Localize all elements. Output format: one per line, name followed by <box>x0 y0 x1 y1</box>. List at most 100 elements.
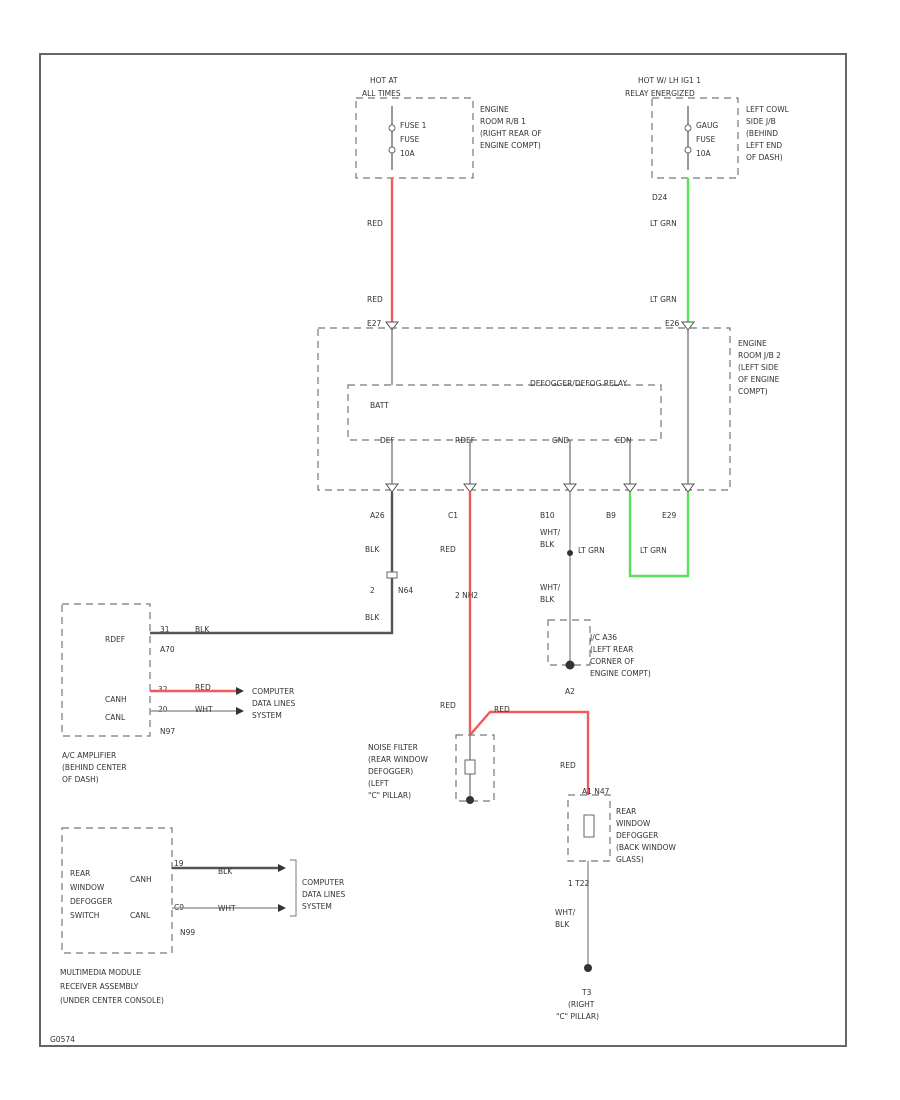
switch-name-3: DEFOGGER <box>70 897 112 906</box>
noise-filter-box <box>455 734 495 802</box>
relay-title: DEFOGGER/DEFOG RELAY <box>530 379 628 388</box>
hot-label-left-2: ALL TIMES <box>362 89 401 98</box>
jc-a36-loc-3: ENGINE COMPT) <box>590 669 651 678</box>
fuse-loc-right-5: OF DASH) <box>746 153 783 162</box>
ground-icon <box>466 796 474 804</box>
conn-e29: E29 <box>662 511 677 520</box>
wire-ltgrn-loop <box>628 492 690 578</box>
wire-label-ltgrn-top: LT GRN <box>650 219 677 228</box>
ground-t3-loc-2: "C" PILLAR) <box>556 1012 599 1021</box>
wire-label-whtblk-2b: BLK <box>540 595 555 604</box>
fuse-icon <box>684 124 692 132</box>
ac-pin-rdef: RDEF <box>105 635 125 644</box>
jb2-loc-4: OF ENGINE <box>738 375 780 384</box>
ground-icon <box>584 964 592 972</box>
ac-wire-blk: BLK <box>195 625 210 634</box>
fuse-loc-left-1: ENGINE <box>480 105 509 114</box>
mm-name-2: RECEIVER ASSEMBLY <box>60 982 139 991</box>
wire-label-blk-1: BLK <box>365 545 380 554</box>
fuse-label-left: FUSE <box>400 135 420 144</box>
ac-wire-red-label: RED <box>195 683 211 692</box>
switch-name-2: WINDOW <box>70 883 105 892</box>
ac-pin-num-b: 32 <box>158 685 168 694</box>
nf-name-1: NOISE FILTER <box>368 743 418 752</box>
rdef-name-5: GLASS) <box>616 855 644 864</box>
wire-label-red-mid: RED <box>367 295 383 304</box>
wire-label-red-4: RED <box>494 705 510 714</box>
switch-dest-1: COMPUTER <box>302 878 344 887</box>
fuse-amps-left: 10A <box>400 149 416 158</box>
fuse-loc-left-3: (RIGHT REAR OF <box>480 129 542 138</box>
wire-label-red-top: RED <box>367 219 383 228</box>
conn-a26: A26 <box>370 511 385 520</box>
connector-n64 <box>386 571 398 579</box>
conn-n64: N64 <box>398 586 413 595</box>
conn-e27: E27 <box>367 319 382 328</box>
fuse-loc-left-2: ROOM R/B 1 <box>480 117 526 126</box>
switch-wire-wht-label: WHT <box>218 904 236 913</box>
ac-pin-num-a: 31 <box>160 625 170 634</box>
capacitor-icon <box>464 759 476 775</box>
relay-pin-gnd: GND <box>552 436 569 445</box>
conn-2nh2: 2 NH2 <box>455 591 478 600</box>
jc-a36-name: J/C A36 <box>589 633 617 642</box>
fuse-loc-left-4: ENGINE COMPT) <box>480 141 541 150</box>
nf-name-5: "C" PILLAR) <box>368 791 411 800</box>
fuse-loc-right-2: SIDE J/B <box>746 117 776 126</box>
fuse-loc-right-4: LEFT END <box>746 141 782 150</box>
conn-e26: E26 <box>665 319 680 328</box>
jb2-loc-2: ROOM J/B 2 <box>738 351 781 360</box>
switch-conn: N99 <box>180 928 195 937</box>
footer-code: G0574 <box>50 1035 75 1044</box>
ac-dest-2: DATA LINES <box>252 699 295 708</box>
ground-icon <box>565 660 575 670</box>
jb2-loc-1: ENGINE <box>738 339 767 348</box>
rdef-name-3: DEFOGGER <box>616 831 658 840</box>
mm-name-3: (UNDER CENTER CONSOLE) <box>60 996 164 1005</box>
wire-red-branch <box>469 710 590 795</box>
wire-label-red-5: RED <box>560 761 576 770</box>
jb2-loc-3: (LEFT SIDE <box>738 363 779 372</box>
nf-name-2: (REAR WINDOW <box>368 755 429 764</box>
wire-label-whtblk-1b: BLK <box>540 540 555 549</box>
ac-name-2: (BEHIND CENTER <box>62 763 127 772</box>
nf-name-3: DEFOGGER) <box>368 767 413 776</box>
fuse-loc-right-1: LEFT COWL <box>746 105 790 114</box>
hot-label-right-2: RELAY ENERGIZED <box>625 89 695 98</box>
switch-dest-2: DATA LINES <box>302 890 345 899</box>
relay-pin-cdn: CDN <box>615 436 632 445</box>
ac-name-1: A/C AMPLIFIER <box>62 751 116 760</box>
engine-room-jb2 <box>317 327 731 491</box>
jc-a36-loc-1: (LEFT REAR <box>590 645 633 654</box>
ground-a2-id: A2 <box>565 687 575 696</box>
fuse-label-right: FUSE <box>696 135 716 144</box>
switch-name-1: REAR <box>70 869 90 878</box>
arrow-icon <box>236 707 244 715</box>
fuse-left: HOT AT ALL TIMES FUSE 1 FUSE 10A ENGINE … <box>355 76 542 179</box>
switch-wire-blk-label: BLK <box>218 867 233 876</box>
wire-label-blk-2: BLK <box>365 613 380 622</box>
rear-defogger-box <box>567 794 611 862</box>
conn-d24: D24 <box>652 193 668 202</box>
arrow-icon <box>278 904 286 912</box>
switch-name-4: SWITCH <box>70 911 99 920</box>
bracket-icon <box>290 859 297 917</box>
hot-label-left: HOT AT <box>370 76 398 85</box>
defogger-relay <box>347 384 662 441</box>
conn-c1: C1 <box>448 511 458 520</box>
wire-label-ltgrn-2: LT GRN <box>578 546 605 555</box>
rdef-name-4: (BACK WINDOW <box>616 843 677 852</box>
ac-pin-canh: CANH <box>105 695 127 704</box>
mm-name-1: MULTIMEDIA MODULE <box>60 968 141 977</box>
ground-t3-loc-1: (RIGHT <box>568 1000 595 1009</box>
wire-label-ltgrn-3: LT GRN <box>640 546 667 555</box>
switch-pin-canh: CANH <box>130 875 152 884</box>
fuse-icon <box>388 124 396 132</box>
fuse-name-left: FUSE 1 <box>400 121 427 130</box>
relay-batt-pin: BATT <box>370 401 389 410</box>
jc-a36 <box>547 619 591 666</box>
relay-pin-def: DEF <box>380 436 395 445</box>
arrow-icon <box>236 687 244 695</box>
conn-b9: B9 <box>606 511 616 520</box>
